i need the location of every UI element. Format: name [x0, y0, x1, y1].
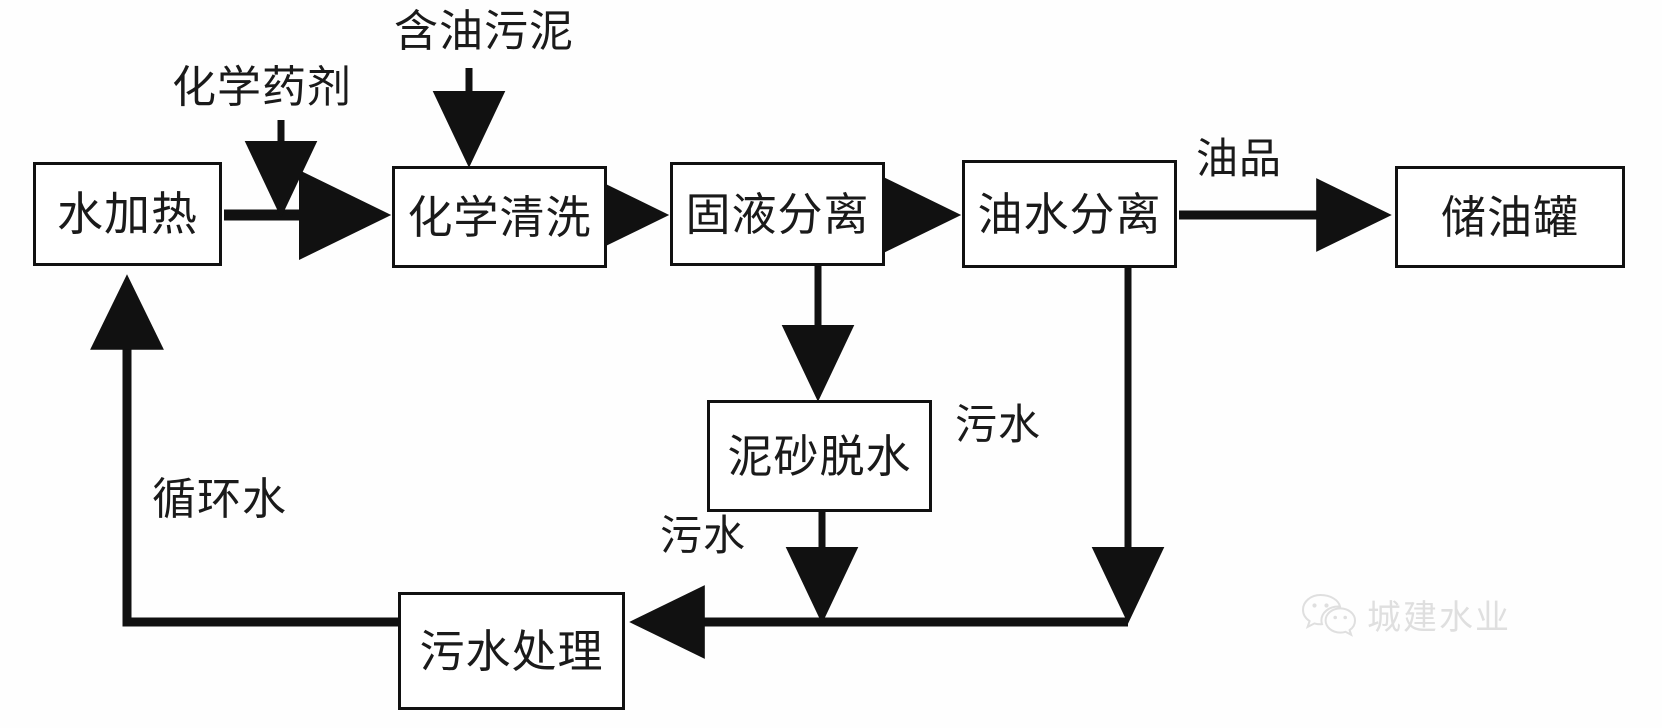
- node-label-sand-dewatering: 泥砂脱水: [727, 429, 912, 483]
- label-sewage-right: 污水: [955, 400, 1042, 449]
- label-sewage-middle: 污水: [660, 511, 747, 560]
- node-label-water-heating: 水加热: [57, 187, 198, 241]
- node-label-chemical-cleaning: 化学清洗: [407, 190, 592, 244]
- label-circulating-water: 循环水: [152, 474, 287, 525]
- node-oil-water-separation[interactable]: 油水分离: [962, 160, 1177, 268]
- node-oil-storage-tank[interactable]: 储油罐: [1395, 166, 1625, 268]
- wechat-icon: [1300, 592, 1358, 644]
- node-label-oil-water-separation: 油水分离: [977, 187, 1162, 241]
- watermark-text: 城建水业: [1367, 598, 1511, 638]
- node-label-oil-storage-tank: 储油罐: [1440, 190, 1579, 244]
- node-chemical-cleaning[interactable]: 化学清洗: [392, 166, 607, 268]
- node-water-heating[interactable]: 水加热: [33, 162, 222, 266]
- edge-recycle-to-heating: [90, 274, 398, 627]
- watermark: 城建水业: [1300, 592, 1511, 644]
- label-oily-sludge: 含油污泥: [394, 6, 574, 57]
- node-label-wastewater-treatment: 污水处理: [419, 624, 604, 678]
- node-solid-liquid-separation[interactable]: 固液分离: [670, 162, 885, 266]
- node-label-solid-liquid-separation: 固液分离: [685, 187, 870, 241]
- node-sand-dewatering[interactable]: 泥砂脱水: [707, 400, 932, 512]
- label-chemical-agent: 化学药剂: [172, 62, 352, 113]
- label-oil-product: 油品: [1196, 134, 1283, 183]
- node-wastewater-treatment[interactable]: 污水处理: [398, 592, 625, 710]
